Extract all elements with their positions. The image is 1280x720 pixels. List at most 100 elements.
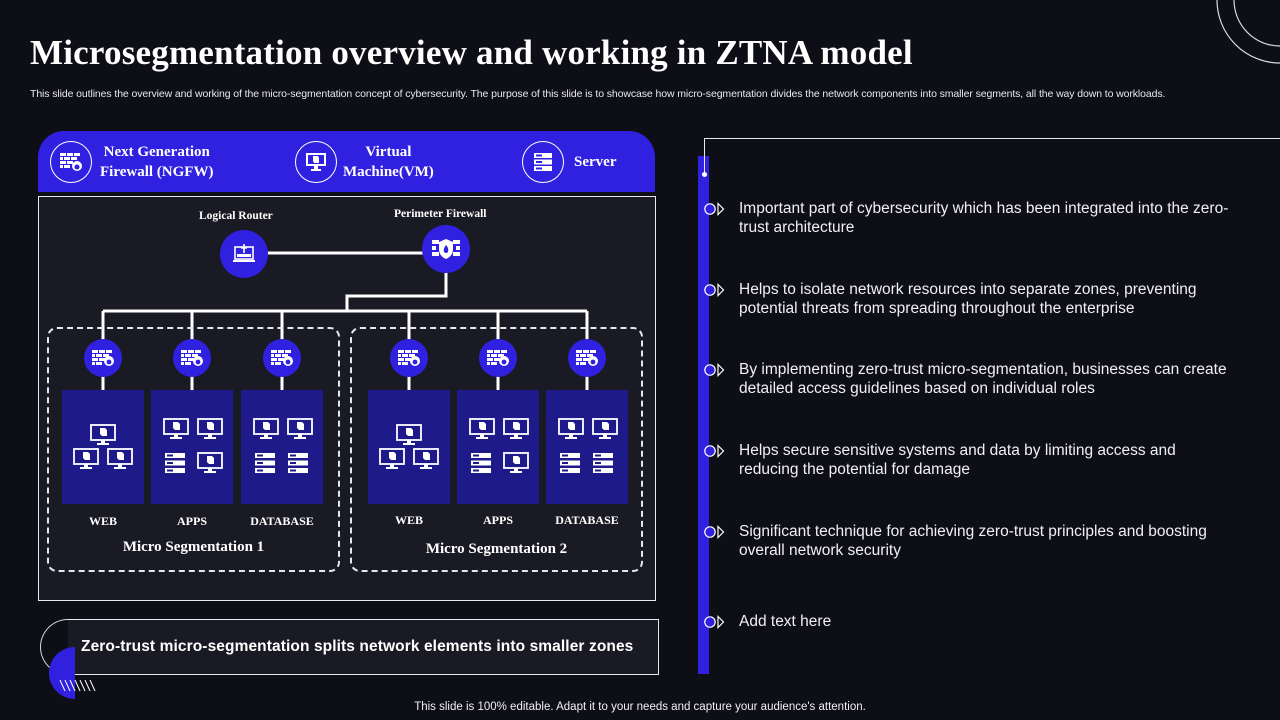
tier-database-box — [241, 390, 323, 504]
tier-firewall-node — [84, 339, 122, 377]
hatch-decoration — [59, 680, 96, 692]
timeline-bar — [698, 156, 709, 674]
bullet-marker-icon — [703, 614, 727, 630]
point-item: Significant technique for achieving zero… — [703, 522, 1239, 560]
page-subtitle: This slide outlines the overview and wor… — [30, 88, 1166, 100]
tier-resource — [287, 418, 313, 445]
tier-resource — [413, 448, 439, 475]
half-disc-decoration — [49, 647, 75, 699]
router-icon — [233, 244, 255, 262]
server-icon — [560, 453, 580, 473]
virtual-machine-icon — [379, 448, 405, 469]
tier-resource — [558, 418, 584, 445]
legend-label-ngfw: Next Generation Firewall (NGFW) — [100, 142, 213, 182]
caption-text: Zero-trust micro-segmentation splits net… — [81, 638, 634, 655]
server-icon — [288, 453, 308, 473]
tier-resource — [90, 424, 116, 451]
legend-band: Next Generation Firewall (NGFW) Virtual … — [38, 131, 655, 192]
tier-resource — [396, 424, 422, 451]
tier-firewall-node — [568, 339, 606, 377]
decorative-rings — [1216, 0, 1280, 64]
firewall-icon — [271, 350, 293, 366]
firewall-icon — [398, 350, 420, 366]
virtual-machine-icon — [107, 448, 133, 469]
virtual-machine-icon — [592, 418, 618, 439]
tier-database-box — [546, 390, 628, 504]
legend-label-line: Server — [574, 153, 617, 170]
tier-firewall-node — [479, 339, 517, 377]
tier-label: WEB — [88, 514, 117, 528]
segment-title: Micro Segmentation 2 — [425, 541, 568, 557]
point-item: Helps to isolate network resources into … — [703, 280, 1239, 318]
legend-label-server: Server — [574, 152, 616, 172]
virtual-machine-icon — [503, 418, 529, 439]
perimeter-firewall-node — [422, 225, 470, 273]
virtual-machine-icon — [469, 418, 495, 439]
panel-connector-dot — [702, 172, 707, 177]
virtual-machine-icon — [90, 424, 116, 445]
page-title: Microsegmentation overview and working i… — [30, 33, 913, 72]
tier-resource — [164, 452, 186, 479]
tier-resource — [163, 418, 189, 445]
virtual-machine-icon — [253, 418, 279, 439]
server-icon — [165, 453, 185, 473]
firewall-icon — [92, 350, 114, 366]
point-item: By implementing zero-trust micro-segment… — [703, 360, 1239, 398]
legend-label-line: Next Generation — [103, 143, 210, 160]
tier-apps-box — [151, 390, 233, 504]
server-icon — [522, 140, 564, 183]
tier-resource — [503, 418, 529, 445]
micro-segmentation-group — [350, 327, 643, 572]
point-text: Significant technique for achieving zero… — [739, 523, 1207, 559]
panel-top-line — [704, 138, 1280, 140]
virtual-machine-icon — [295, 140, 337, 183]
point-text: By implementing zero-trust micro-segment… — [739, 361, 1227, 397]
legend-label-line: Firewall (NGFW) — [100, 163, 214, 180]
tier-resource — [254, 452, 276, 479]
tier-label: DATABASE — [250, 514, 314, 528]
virtual-machine-icon — [287, 418, 313, 439]
panel-connector-line — [704, 138, 706, 174]
bullet-marker-icon — [703, 362, 727, 378]
footer-note: This slide is 100% editable. Adapt it to… — [414, 701, 866, 713]
tier-web-box — [62, 390, 144, 504]
virtual-machine-icon — [503, 452, 529, 473]
bullet-marker-icon — [703, 443, 727, 459]
firewall-icon — [487, 350, 509, 366]
point-text: Helps secure sensitive systems and data … — [739, 442, 1176, 478]
firewall-shield-icon — [432, 239, 460, 259]
tier-web-box — [368, 390, 450, 504]
micro-segmentation-group — [47, 327, 340, 572]
tier-resource — [559, 452, 581, 479]
point-text: Add text here — [739, 613, 832, 630]
tier-label: WEB — [394, 513, 423, 527]
segment-title: Micro Segmentation 1 — [122, 539, 265, 555]
tier-resource — [107, 448, 133, 475]
virtual-machine-icon — [73, 448, 99, 469]
tier-firewall-node — [390, 339, 428, 377]
tier-label: APPS — [483, 513, 513, 527]
tier-resource — [287, 452, 309, 479]
tier-resource — [503, 452, 529, 479]
virtual-machine-icon — [163, 418, 189, 439]
server-icon — [471, 453, 491, 473]
point-item: Important part of cybersecurity which ha… — [703, 199, 1239, 237]
tier-resource — [592, 452, 614, 479]
tier-resource — [379, 448, 405, 475]
server-icon — [255, 453, 275, 473]
tier-resource — [73, 448, 99, 475]
point-item: Helps secure sensitive systems and data … — [703, 441, 1239, 479]
virtual-machine-icon — [396, 424, 422, 445]
tier-resource — [197, 418, 223, 445]
firewall-icon — [181, 350, 203, 366]
tier-label: APPS — [177, 514, 207, 528]
virtual-machine-icon — [197, 452, 223, 473]
virtual-machine-icon — [413, 448, 439, 469]
tier-resource — [469, 418, 495, 445]
point-text: Important part of cybersecurity which ha… — [739, 200, 1229, 236]
tier-resource — [253, 418, 279, 445]
tier-firewall-node — [263, 339, 301, 377]
tier-resource — [470, 452, 492, 479]
legend-label-line: Machine(VM) — [343, 163, 434, 180]
